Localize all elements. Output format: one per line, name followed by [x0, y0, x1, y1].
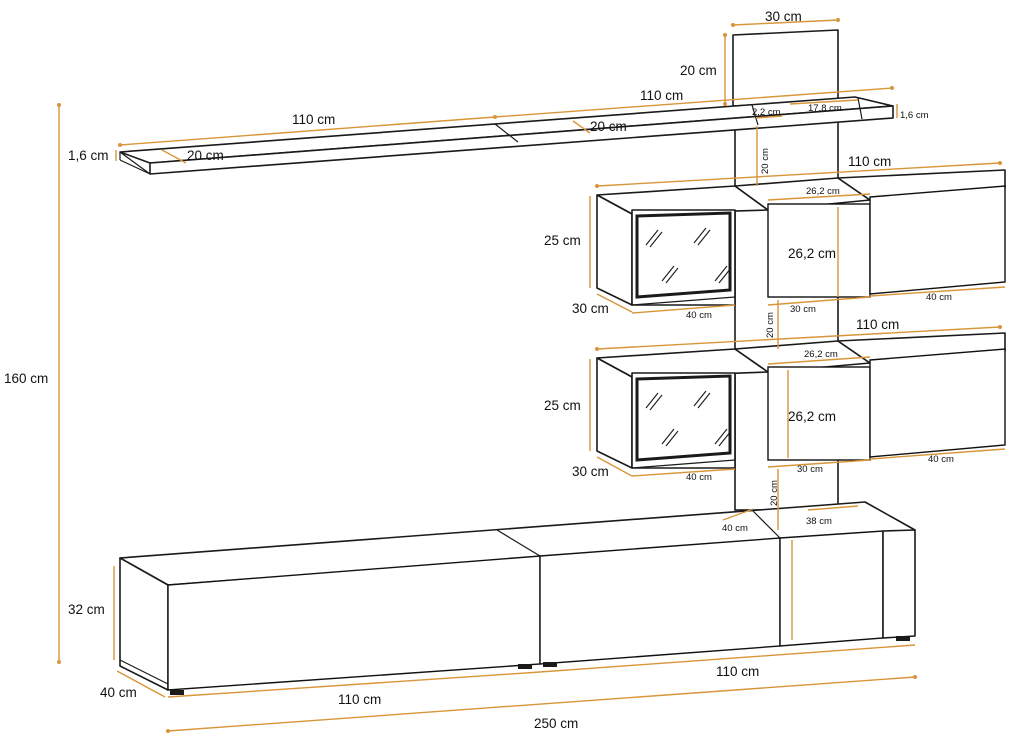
middle-middle-door — [767, 366, 871, 461]
upper-cabinet-row — [596, 169, 1006, 306]
label-upper-mid-width: 30 cm — [790, 304, 816, 315]
label-top-shelf-height: 20 cm — [680, 63, 717, 78]
label-middle-door-height: 26,2 cm — [788, 409, 836, 424]
label-middle-mid-width: 30 cm — [797, 464, 823, 475]
long-wall-shelf — [119, 96, 894, 175]
label-long-shelf-left-width: 110 cm — [292, 112, 335, 127]
label-shelf-gap-small: 2,2 cm — [752, 107, 781, 118]
label-long-shelf-right-width: 110 cm — [640, 88, 683, 103]
label-post-gap-mid: 20 cm — [765, 312, 776, 338]
tv-small-door — [779, 530, 884, 647]
dimension-lines — [58, 19, 1006, 732]
label-shelf-depth-left: 20 cm — [187, 148, 224, 163]
tv-stand — [119, 501, 916, 695]
middle-cabinet-row — [596, 332, 1006, 469]
middle-right-door — [869, 348, 1006, 458]
label-total-height: 160 cm — [4, 371, 48, 386]
top-box-panel — [732, 29, 839, 107]
label-tv-small-width: 38 cm — [806, 516, 832, 527]
label-middle-glass-width: 40 cm — [686, 472, 712, 483]
label-middle-cabinet-width: 110 cm — [856, 317, 899, 332]
label-upper-glass-width: 40 cm — [686, 310, 712, 321]
label-upper-cabinet-width: 110 cm — [848, 154, 891, 169]
label-shelf-inner-width: 17,8 cm — [808, 103, 842, 114]
label-post-gap-low: 20 cm — [769, 480, 780, 506]
foot — [896, 636, 910, 641]
label-post-gap-top: 20 cm — [760, 148, 771, 174]
upper-right-door — [869, 185, 1006, 295]
label-middle-right-width: 40 cm — [928, 454, 954, 465]
label-upper-right-width: 40 cm — [926, 292, 952, 303]
label-tv-depth: 40 cm — [100, 685, 137, 700]
label-middle-cabinet-top-depth: 26,2 cm — [804, 349, 838, 360]
label-tv-left-width: 110 cm — [338, 692, 381, 707]
foot — [518, 664, 532, 669]
label-upper-cabinet-top-depth: 26,2 cm — [806, 186, 840, 197]
label-middle-cabinet-height: 25 cm — [544, 398, 581, 413]
tv-middle-door — [539, 537, 781, 665]
foot — [170, 690, 184, 695]
upper-glass-door — [635, 211, 732, 299]
label-upper-cabinet-height: 25 cm — [544, 233, 581, 248]
foot — [543, 662, 557, 667]
label-tv-height: 32 cm — [68, 602, 105, 617]
label-top-shelf-width: 30 cm — [765, 9, 802, 24]
label-shelf-depth-mid: 20 cm — [590, 119, 627, 134]
label-upper-cabinet-depth: 30 cm — [572, 301, 609, 316]
dimension-labels: 30 cm 20 cm 110 cm 110 cm 1,6 cm 20 cm 2… — [4, 9, 954, 731]
label-middle-cabinet-depth: 30 cm — [572, 464, 609, 479]
label-tv-right-width: 110 cm — [716, 664, 759, 679]
middle-glass-door — [635, 374, 732, 462]
label-tv-small-depth: 40 cm — [722, 523, 748, 534]
label-shelf-thickness-left: 1,6 cm — [68, 148, 109, 163]
label-shelf-thickness-right: 1,6 cm — [900, 110, 929, 121]
label-upper-door-height: 26,2 cm — [788, 246, 836, 261]
label-total-width: 250 cm — [534, 716, 578, 731]
dimension-ticks — [57, 18, 1002, 733]
